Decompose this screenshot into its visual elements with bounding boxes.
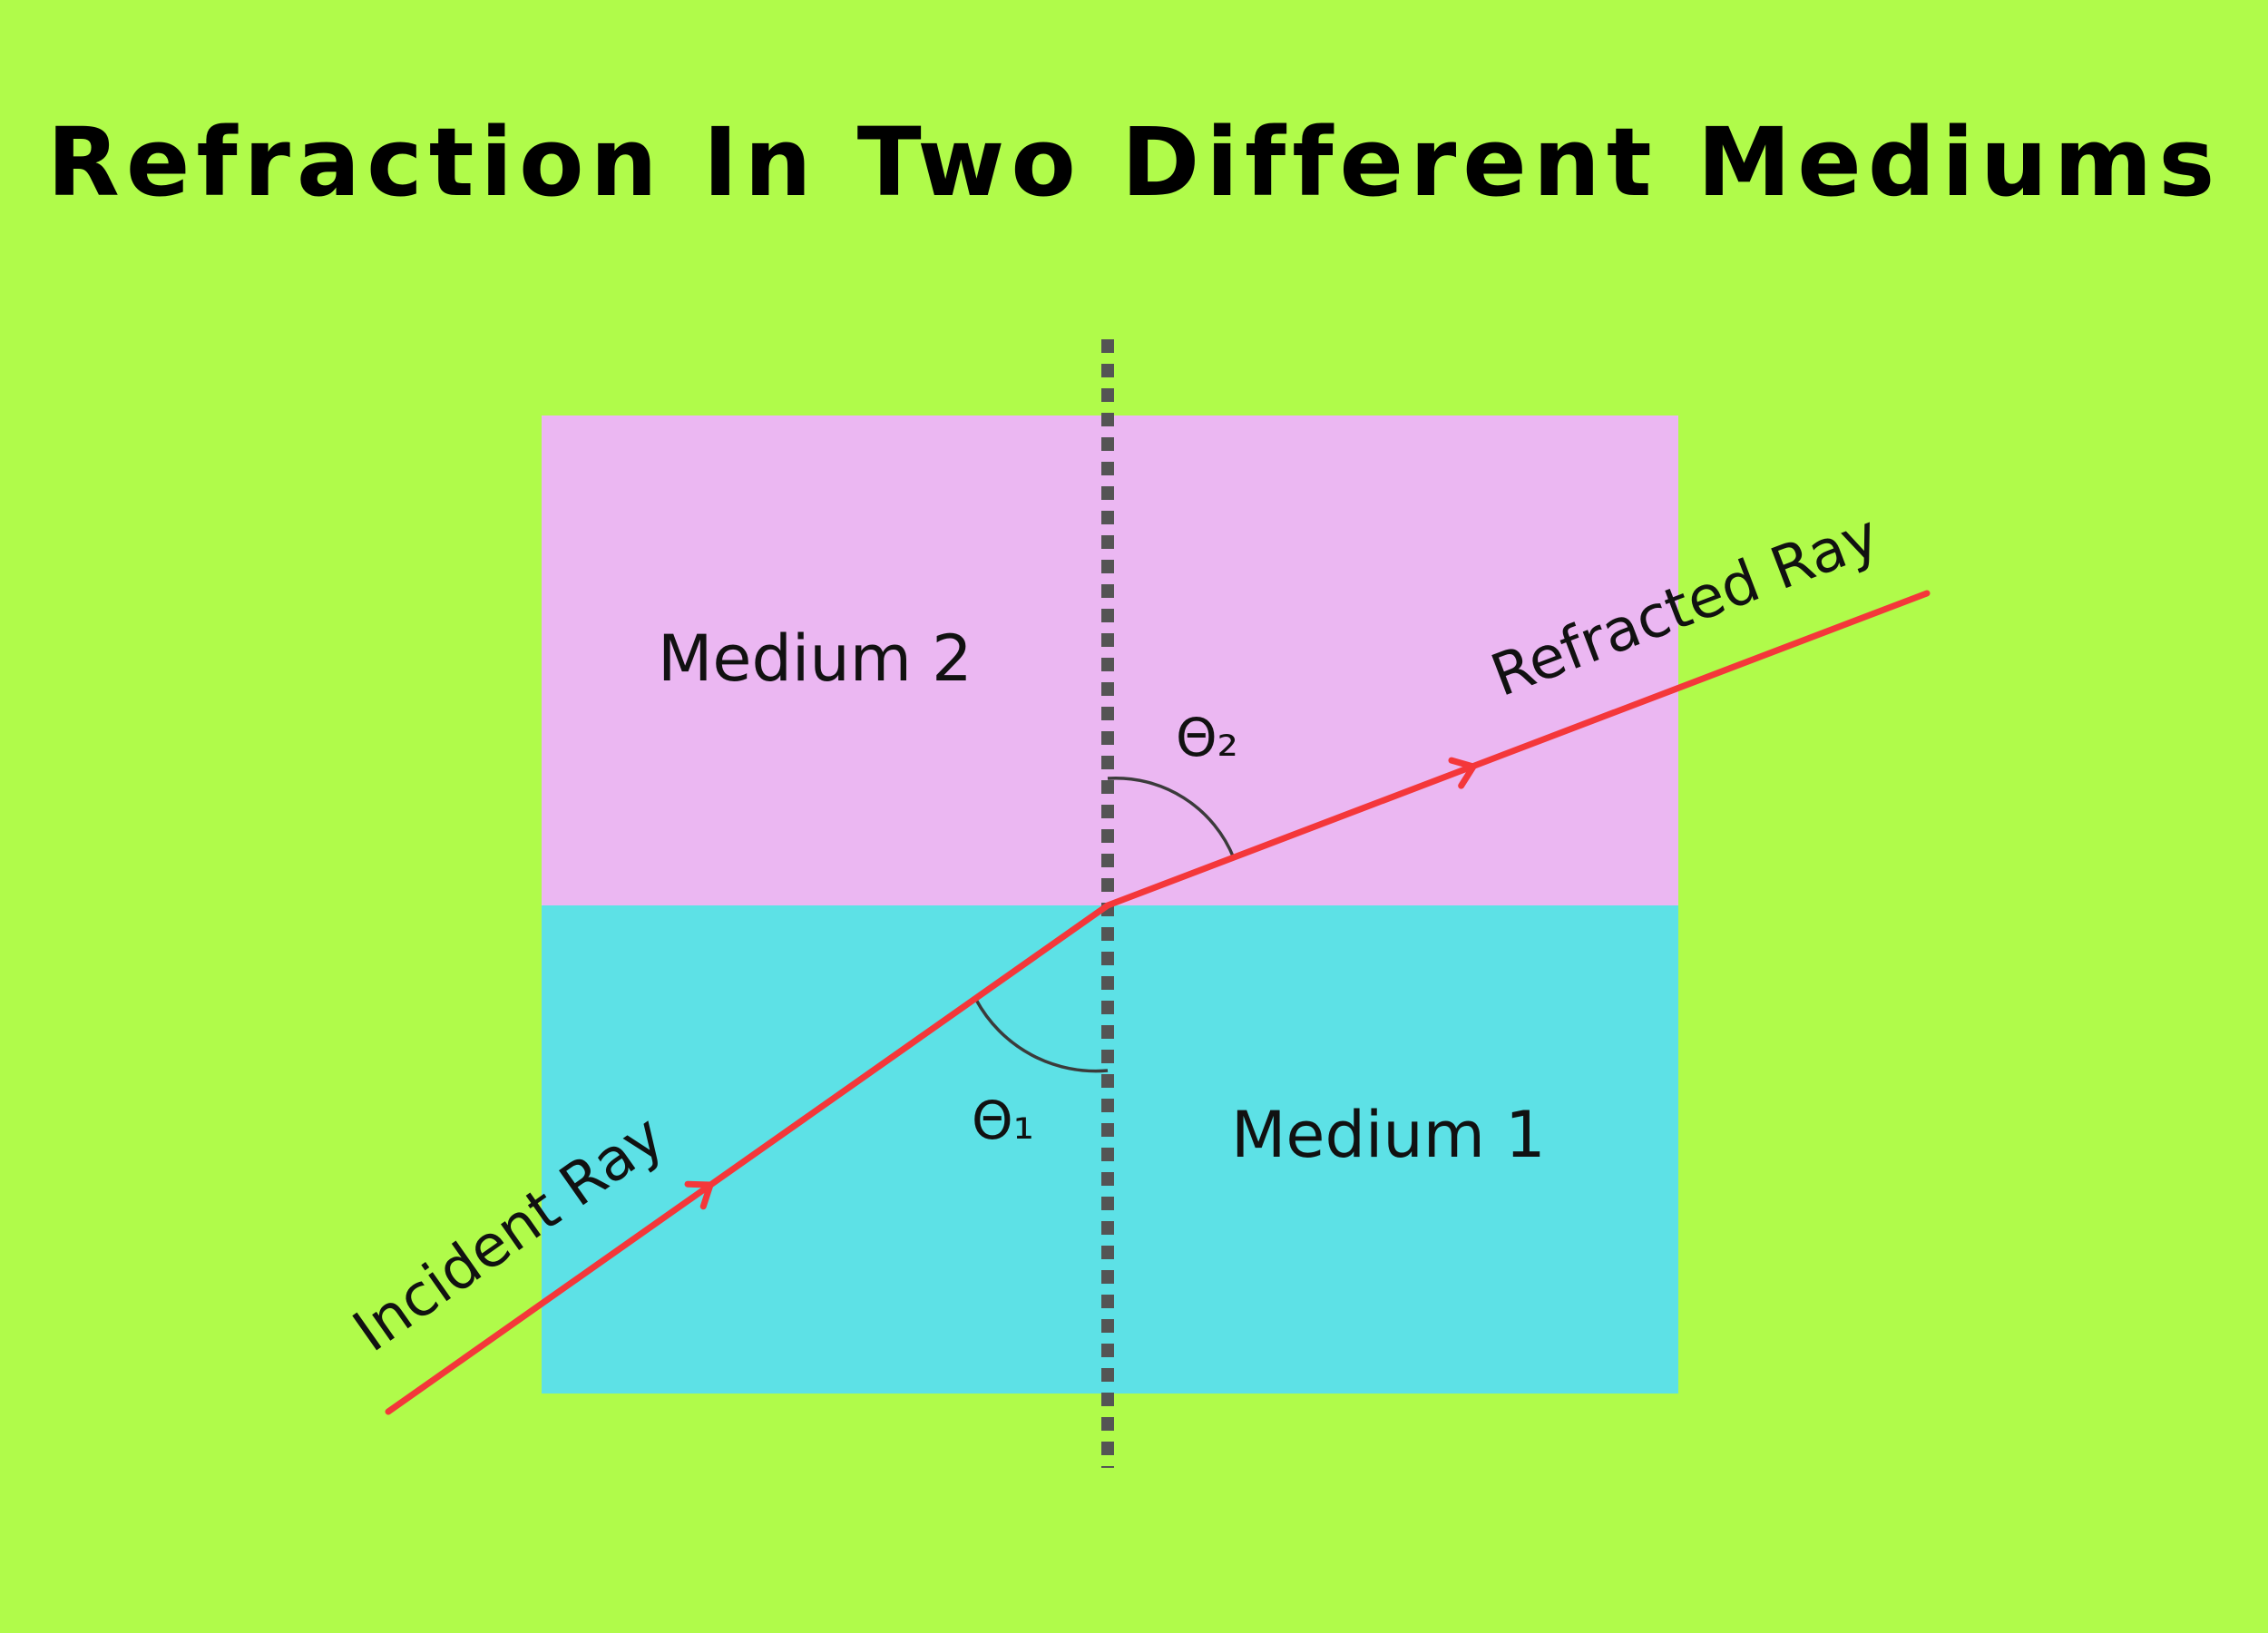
page-title: Refraction In Two Different Mediums (46, 107, 2222, 218)
theta-2-arc (1107, 776, 1236, 859)
refracted-ray (1104, 590, 1931, 909)
medium-1-label: Medium 1 (1231, 1098, 1546, 1172)
theta-2-label: Θ₂ (1176, 707, 1238, 768)
incident-ray (385, 902, 1111, 1415)
theta-1-arc (974, 999, 1109, 1073)
medium-2-label: Medium 2 (658, 621, 973, 696)
refracted-ray-arrow (1448, 757, 1477, 789)
incident-ray-arrow (684, 1180, 714, 1210)
theta-1-label: Θ₁ (972, 1090, 1034, 1151)
